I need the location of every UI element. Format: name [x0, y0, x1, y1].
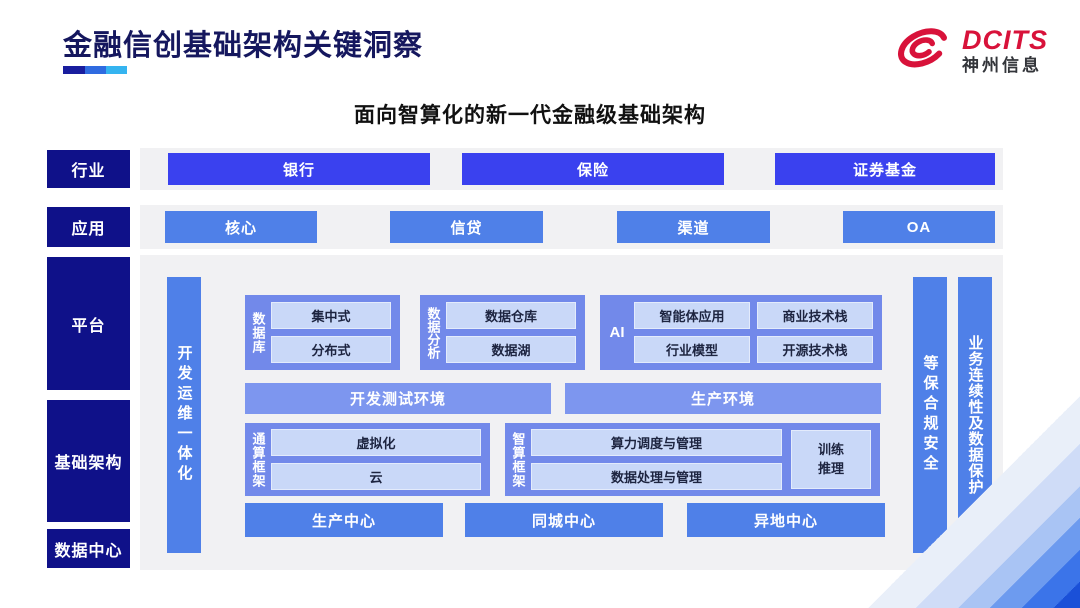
- general-framework-items: 虚拟化 云: [271, 429, 481, 490]
- business-continuity-bar: 业务连续性及数据保护: [958, 277, 992, 553]
- ai-group-label: AI: [609, 324, 625, 341]
- block-compute-scheduling: 算力调度与管理: [531, 429, 782, 456]
- production-environment-bar: 生产环境: [565, 383, 881, 414]
- application-row: 核心 信贷 渠道 OA: [140, 205, 1003, 249]
- training-inference-label: 训练推理: [817, 442, 844, 476]
- logo-text: DCITS 神州信息: [962, 26, 1048, 74]
- underline-segment-mid: [85, 66, 106, 74]
- intelligent-computing-framework-group: 智算框架 算力调度与管理 数据处理与管理 训练推理: [505, 423, 880, 496]
- database-group: 数据库 集中式 分布式: [245, 295, 400, 370]
- block-industry-model: 行业模型: [634, 336, 750, 363]
- block-channel: 渠道: [617, 211, 770, 243]
- block-commercial-stack: 商业技术栈: [757, 302, 873, 329]
- layer-label-application: 应用: [47, 207, 130, 247]
- devops-bar: 开发运维一体化: [167, 277, 201, 553]
- general-computing-framework-group: 通算框架 虚拟化 云: [245, 423, 490, 496]
- block-centralized: 集中式: [271, 302, 391, 329]
- block-distributed: 分布式: [271, 336, 391, 363]
- block-credit: 信贷: [390, 211, 543, 243]
- devops-bar-label: 开发运维一体化: [175, 345, 193, 485]
- industry-row: 银行 保险 证券基金: [140, 148, 1003, 190]
- security-compliance-bar: 等保合规安全: [913, 277, 947, 553]
- company-logo: DCITS 神州信息: [892, 20, 1048, 81]
- intelligent-framework-items: 算力调度与管理 数据处理与管理: [531, 429, 782, 490]
- layer-label-industry: 行业: [47, 150, 130, 188]
- swirl-logo-icon: [892, 20, 954, 81]
- block-securities-funds: 证券基金: [775, 153, 995, 185]
- ai-items: 智能体应用 商业技术栈 行业模型 开源技术栈: [634, 302, 873, 363]
- page-title: 金融信创基础架构关键洞察: [63, 30, 424, 62]
- block-training-inference: 训练推理: [791, 430, 871, 489]
- block-cloud: 云: [271, 463, 481, 490]
- layer-label-infrastructure: 基础架构: [47, 400, 130, 522]
- intelligent-framework-label: 智算框架: [510, 431, 526, 488]
- analytics-group: 数据分析 数据仓库 数据湖: [420, 295, 585, 370]
- analytics-items: 数据仓库 数据湖: [446, 302, 576, 363]
- architecture-panel: 开发运维一体化 数据库 集中式 分布式 数据分析 数据仓库 数据湖 AI 智能体…: [140, 255, 1003, 570]
- general-framework-label: 通算框架: [250, 431, 266, 488]
- block-virtualization: 虚拟化: [271, 429, 481, 456]
- diagram-subtitle: 面向智算化的新一代金融级基础架构: [354, 104, 706, 127]
- layer-label-datacenter: 数据中心: [47, 529, 130, 568]
- database-items: 集中式 分布式: [271, 302, 391, 363]
- business-continuity-label: 业务连续性及数据保护: [966, 335, 984, 495]
- title-underline: [63, 66, 127, 74]
- underline-segment-dark: [63, 66, 85, 74]
- underline-segment-light: [106, 66, 127, 74]
- database-group-label: 数据库: [250, 311, 266, 354]
- block-oa: OA: [843, 211, 995, 243]
- block-data-processing: 数据处理与管理: [531, 463, 782, 490]
- dev-test-environment-bar: 开发测试环境: [245, 383, 551, 414]
- block-same-city-center: 同城中心: [465, 503, 663, 537]
- block-opensource-stack: 开源技术栈: [757, 336, 873, 363]
- block-agent-app: 智能体应用: [634, 302, 750, 329]
- security-compliance-label: 等保合规安全: [921, 355, 939, 475]
- layer-label-platform: 平台: [47, 257, 130, 390]
- logo-company-name: 神州信息: [962, 55, 1042, 75]
- block-core: 核心: [165, 211, 317, 243]
- ai-group: AI 智能体应用 商业技术栈 行业模型 开源技术栈: [600, 295, 882, 370]
- block-insurance: 保险: [462, 153, 724, 185]
- block-data-warehouse: 数据仓库: [446, 302, 576, 329]
- block-bank: 银行: [168, 153, 430, 185]
- logo-brand-name: DCITS: [962, 25, 1048, 56]
- block-production-center: 生产中心: [245, 503, 443, 537]
- analytics-group-label: 数据分析: [425, 306, 441, 359]
- block-remote-center: 异地中心: [687, 503, 885, 537]
- block-data-lake: 数据湖: [446, 336, 576, 363]
